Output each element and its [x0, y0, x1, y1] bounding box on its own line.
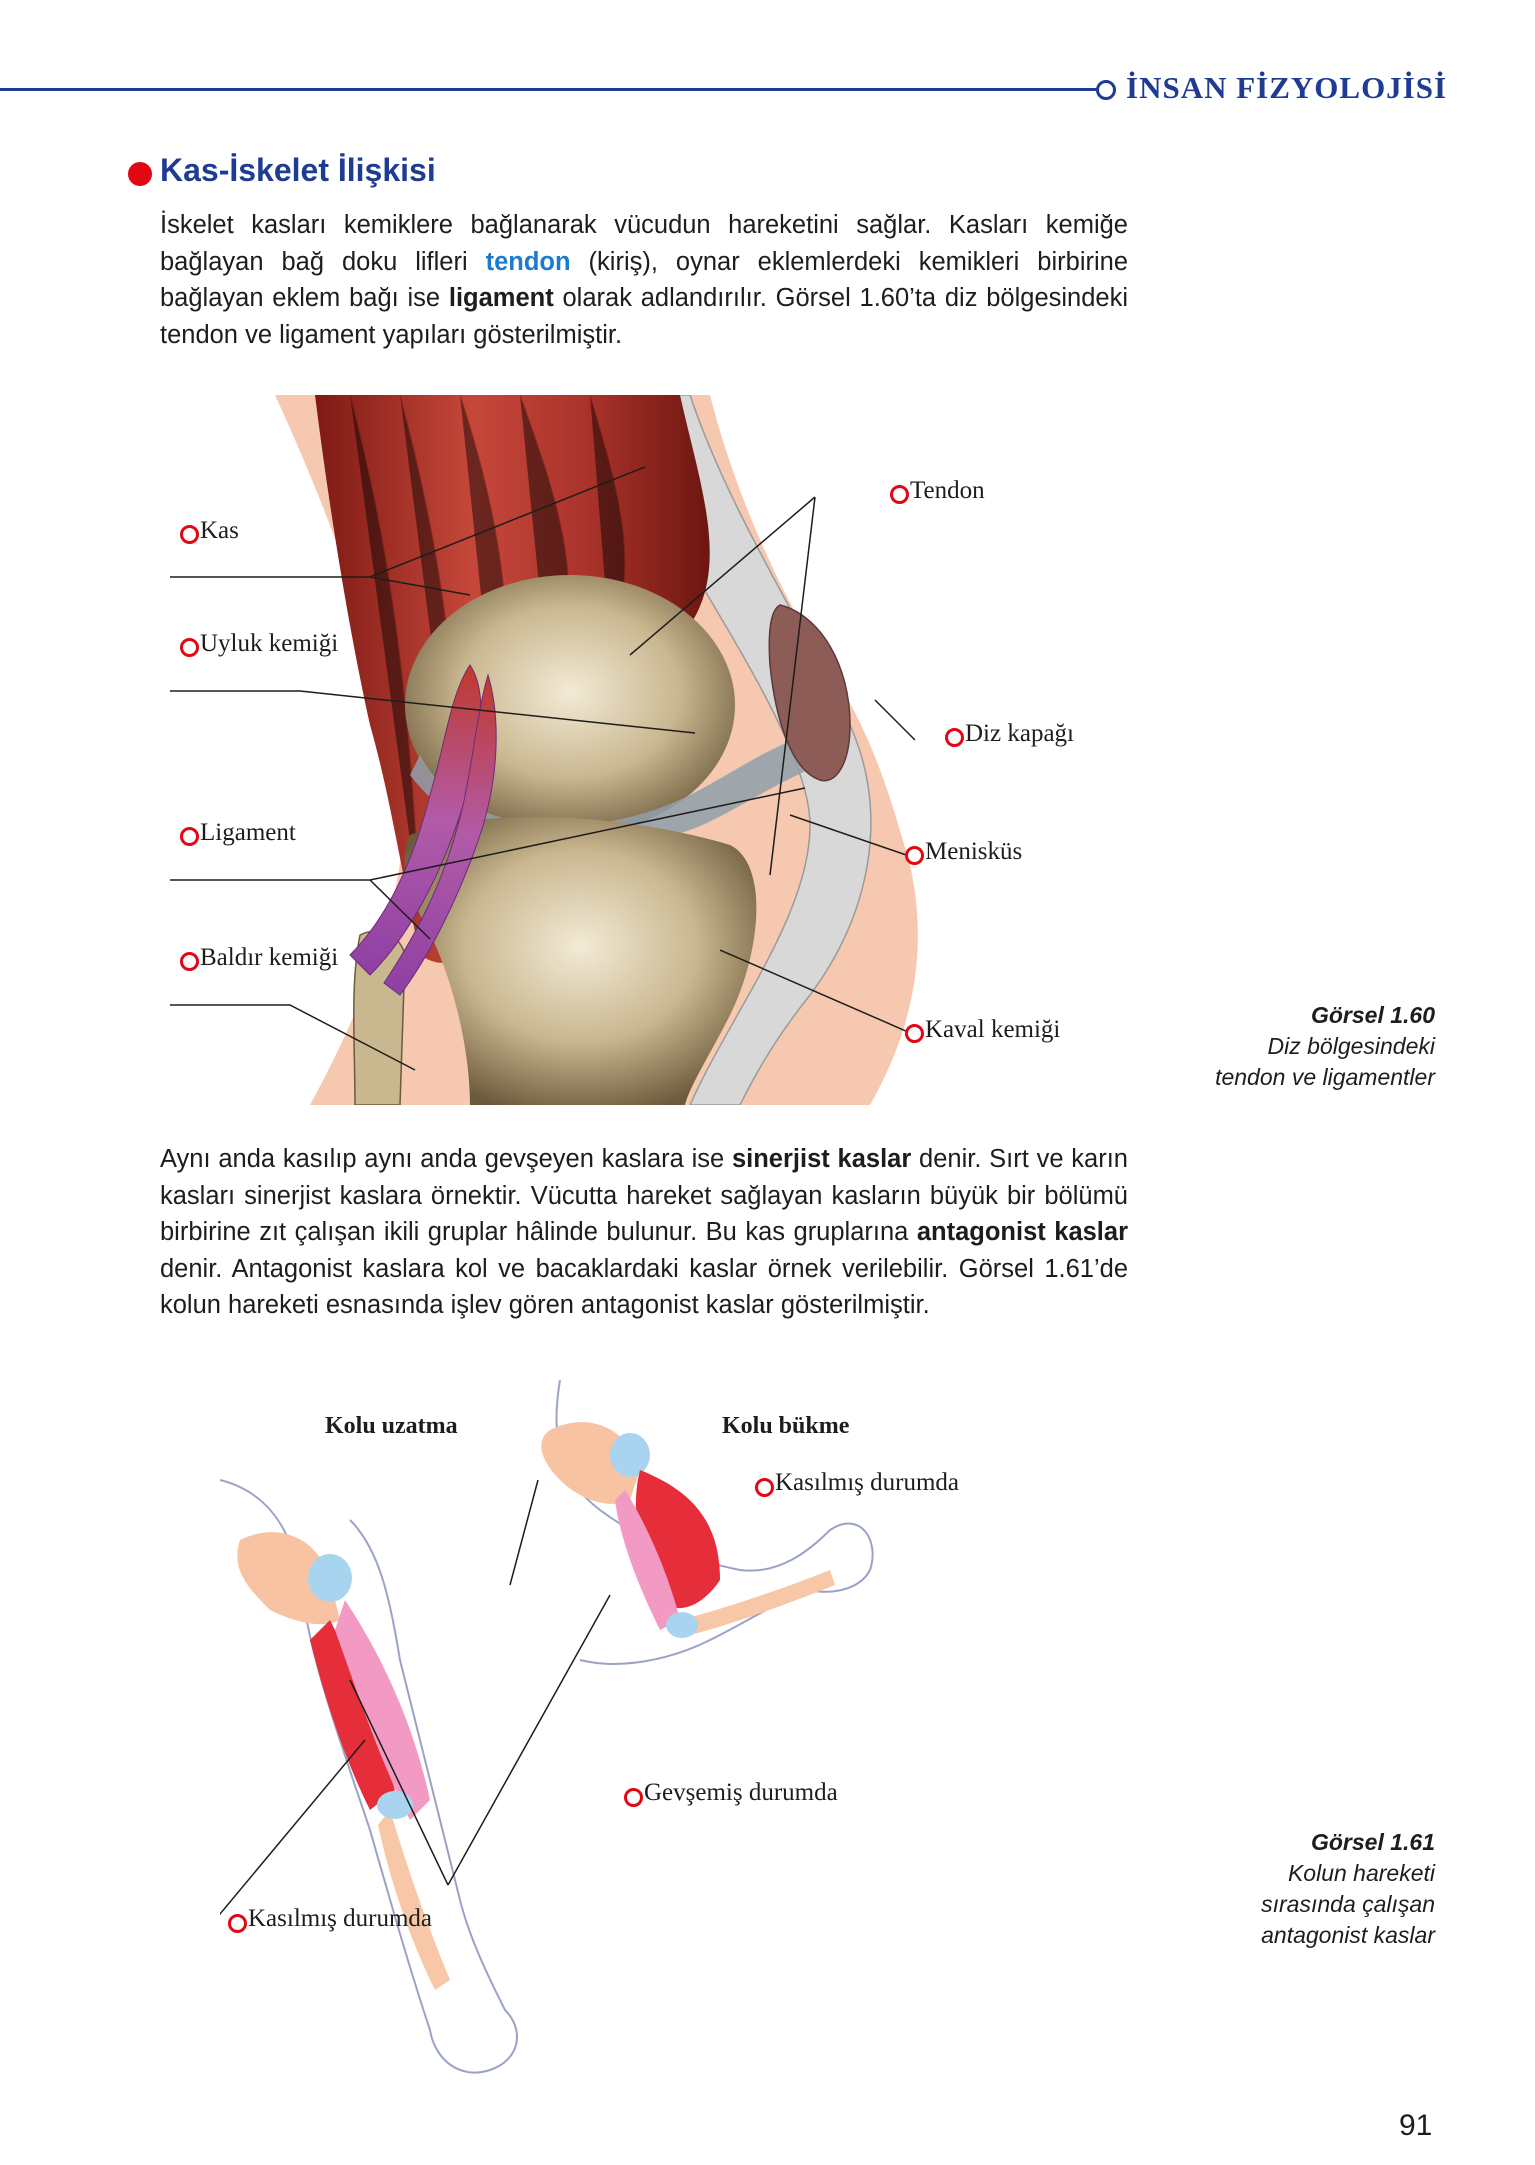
label-kasilmis-top: Kasılmış durumda: [775, 1469, 960, 1496]
text-run: olarak adlandırılır. Görsel 1.60’ta diz …: [160, 284, 1129, 349]
term-antagonist: antagonist kaslar: [916, 1218, 1128, 1246]
label-ring-icon: [180, 525, 199, 544]
knee-illustration: Kas Uyluk kemiği Ligament Baldır kemiği …: [139, 394, 1100, 1106]
label-ring-icon: [755, 1478, 774, 1497]
label-ring-icon: [624, 1788, 643, 1807]
text-run: İskelet kasları kemiklere bağlanarak vüc…: [160, 211, 1128, 276]
chapter-title: İNSAN FİZYOLOJİSİ: [1126, 70, 1448, 105]
label-ligament: Ligament: [200, 819, 296, 846]
text-run: Aynı anda kasılıp aynı anda gevşeyen kas…: [160, 1145, 732, 1173]
antagonist-paragraph: Aynı anda kasılıp aynı anda gevşeyen kas…: [160, 1141, 1128, 1324]
section-title: Kas-İskelet İlişkisi: [160, 152, 436, 188]
heading-kolu-uzatma: Kolu uzatma: [325, 1413, 458, 1439]
label-kaval-kemigi: Kaval kemiği: [925, 1016, 1061, 1043]
label-tendon: Tendon: [910, 477, 985, 504]
term-sinerjist: sinerjist kaslar: [731, 1145, 912, 1173]
text-run: (kiriş), oynar eklemlerdeki kemikleri bi…: [160, 247, 1128, 313]
figure2-caption-line: sırasında çalışan: [1261, 1891, 1435, 1917]
label-ring-icon: [905, 846, 924, 865]
label-meniskus: Menisküs: [925, 838, 1023, 865]
knee-drawing: [139, 394, 918, 1106]
intro-paragraph: İskelet kasları kemiklere bağlanarak vüc…: [160, 207, 1128, 353]
label-ring-icon: [945, 728, 964, 747]
label-ring-icon: [180, 952, 199, 971]
figure1-caption: Görsel 1.60 Diz bölgesindeki tendon ve l…: [1135, 1000, 1435, 1093]
term-ligament: ligament: [448, 284, 554, 312]
figure1-caption-line: tendon ve ligamentler: [1215, 1064, 1435, 1090]
label-ring-icon: [890, 485, 909, 504]
figure2-caption-line: Kolun hareketi: [1287, 1860, 1435, 1886]
label-uyluk-kemigi: Uyluk kemiği: [200, 630, 339, 657]
figure1-caption-number: Görsel 1.60: [1310, 1002, 1435, 1028]
label-diz-kapagi: Diz kapağı: [965, 720, 1074, 747]
page-number: 91: [1399, 2109, 1433, 2142]
header-ring-icon: [1096, 80, 1116, 100]
figure2-caption-number: Görsel 1.61: [1310, 1829, 1435, 1855]
arm-drawing: [164, 1379, 874, 2074]
figure2-caption: Görsel 1.61 Kolun hareketi sırasında çal…: [1135, 1827, 1435, 1951]
label-kasilmis-bottom: Kasılmış durumda: [248, 1905, 433, 1932]
text-run: denir. Antagonist kaslara kol ve bacakla…: [160, 1254, 1128, 1320]
label-ring-icon: [905, 1024, 924, 1043]
label-ring-icon: [180, 827, 199, 846]
header-rule: [0, 88, 1098, 91]
label-gevsemis: Gevşemiş durumda: [644, 1779, 838, 1806]
label-kas: Kas: [200, 517, 239, 544]
label-ring-icon: [180, 638, 199, 657]
text-run: denir. Sırt ve karın kasları sinerjist k…: [160, 1145, 1128, 1246]
figure1-caption-line: Diz bölgesindeki: [1267, 1033, 1435, 1059]
section-bullet-icon: [128, 162, 152, 186]
arm-illustration: [164, 1379, 1040, 2100]
label-ring-icon: [228, 1914, 247, 1933]
term-tendon: tendon: [485, 247, 571, 276]
label-baldir-kemigi: Baldır kemiği: [200, 944, 339, 971]
figure2-caption-line: antagonist kaslar: [1261, 1922, 1435, 1948]
heading-kolu-bukme: Kolu bükme: [722, 1413, 850, 1439]
